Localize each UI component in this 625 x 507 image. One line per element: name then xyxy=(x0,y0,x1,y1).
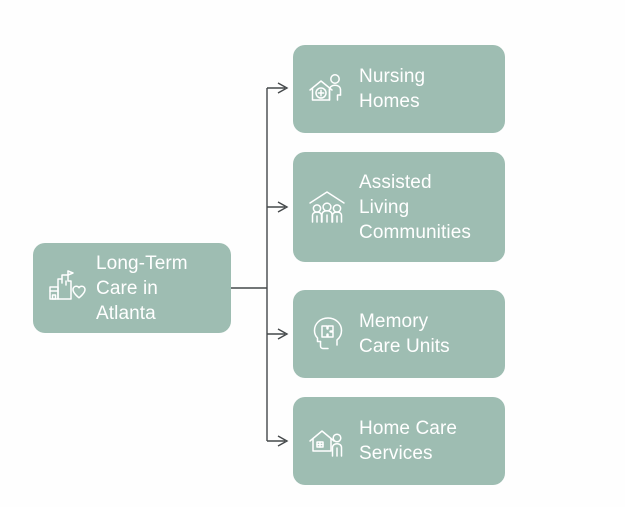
node-root[interactable]: Long-Term Care in Atlanta xyxy=(33,243,231,333)
node-assisted-living-label: Assisted Living Communities xyxy=(359,171,471,243)
node-root-label: Long-Term Care in Atlanta xyxy=(96,252,188,324)
assisted-living-group-icon xyxy=(305,185,349,229)
node-memory-care[interactable]: Memory Care Units xyxy=(293,290,505,378)
arrowhead-0 xyxy=(277,82,289,94)
node-assisted-living[interactable]: Assisted Living Communities xyxy=(293,152,505,262)
memory-head-puzzle-icon xyxy=(305,312,349,356)
nursing-home-person-icon xyxy=(305,67,349,111)
arrowhead-1 xyxy=(277,201,289,213)
home-care-person-icon xyxy=(305,419,349,463)
arrowhead-3 xyxy=(277,435,289,447)
arrowhead-2 xyxy=(277,328,289,340)
node-memory-care-label: Memory Care Units xyxy=(359,311,450,357)
hospital-building-heart-icon xyxy=(43,264,91,312)
node-nursing-homes[interactable]: Nursing Homes xyxy=(293,45,505,133)
node-nursing-homes-label: Nursing Homes xyxy=(359,66,426,112)
node-home-care[interactable]: Home Care Services xyxy=(293,397,505,485)
node-home-care-label: Home Care Services xyxy=(359,418,458,464)
